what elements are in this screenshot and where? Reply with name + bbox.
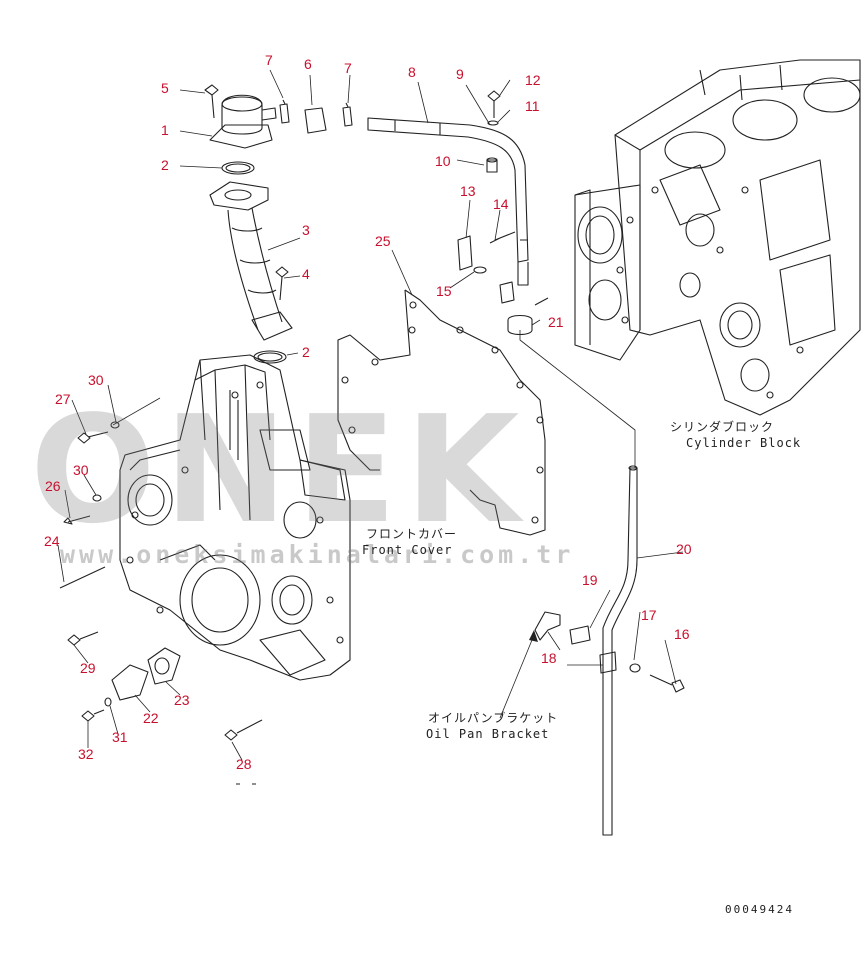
callout-13: 13 (460, 183, 476, 199)
callout-7: 7 (265, 52, 273, 68)
callout-31: 31 (112, 729, 128, 745)
front-cover-label-jp: フロントカバー (366, 527, 458, 541)
callout-16: 16 (674, 626, 690, 642)
front-cover-drawing (119, 354, 351, 681)
front-cover-label-en: Front Cover (362, 543, 453, 557)
callout-24: 24 (44, 533, 60, 549)
callout-30: 30 (88, 372, 104, 388)
callout-27: 27 (55, 391, 71, 407)
dipstick-guide (534, 465, 685, 836)
callout-1: 1 (161, 122, 169, 138)
callout-19: 19 (582, 572, 598, 588)
callout-2: 2 (161, 157, 169, 173)
callout-26: 26 (45, 478, 61, 494)
callout-17: 17 (641, 607, 657, 623)
oil-pan-bracket-label-en: Oil Pan Bracket (426, 727, 550, 741)
front-cover-hardware (59, 421, 263, 741)
callout-20: 20 (676, 541, 692, 557)
breather-hose (367, 90, 549, 336)
callout-12: 12 (525, 72, 541, 88)
callout-28: 28 (236, 756, 252, 772)
document-number: 00049424 (725, 903, 794, 916)
callout-18: 18 (541, 650, 557, 666)
callout-29: 29 (80, 660, 96, 676)
callout-7-right: 7 (344, 60, 352, 76)
front-cover-gasket (337, 289, 546, 536)
breather-assembly (204, 84, 353, 364)
cylinder-block-label-jp: シリンダブロック (670, 420, 775, 434)
callout-5: 5 (161, 80, 169, 96)
callout-11: 11 (525, 98, 540, 114)
callout-2-lower: 2 (302, 344, 310, 360)
oil-pan-bracket-label-jp: オイルパンブラケット (428, 711, 559, 725)
leader-lines (57, 69, 684, 761)
cylinder-block-drawing (574, 59, 861, 416)
callout-21: 21 (548, 314, 564, 330)
callout-22: 22 (143, 710, 159, 726)
callout-3: 3 (302, 222, 310, 238)
callout-32: 32 (78, 746, 94, 762)
callout-14: 14 (493, 196, 509, 212)
callout-23: 23 (174, 692, 190, 708)
callout-25: 25 (375, 233, 391, 249)
callout-9: 9 (456, 66, 464, 82)
callout-30-lower: 30 (73, 462, 89, 478)
callout-15: 15 (436, 283, 452, 299)
callout-10: 10 (435, 153, 451, 169)
callout-8: 8 (408, 64, 416, 80)
callout-4: 4 (302, 266, 310, 282)
watermark-url: www.oneksimakinalari.com.tr (60, 540, 575, 569)
watermark-logo: ONEK (30, 384, 528, 556)
cylinder-block-label-en: Cylinder Block (686, 436, 802, 450)
callout-6: 6 (304, 56, 312, 72)
